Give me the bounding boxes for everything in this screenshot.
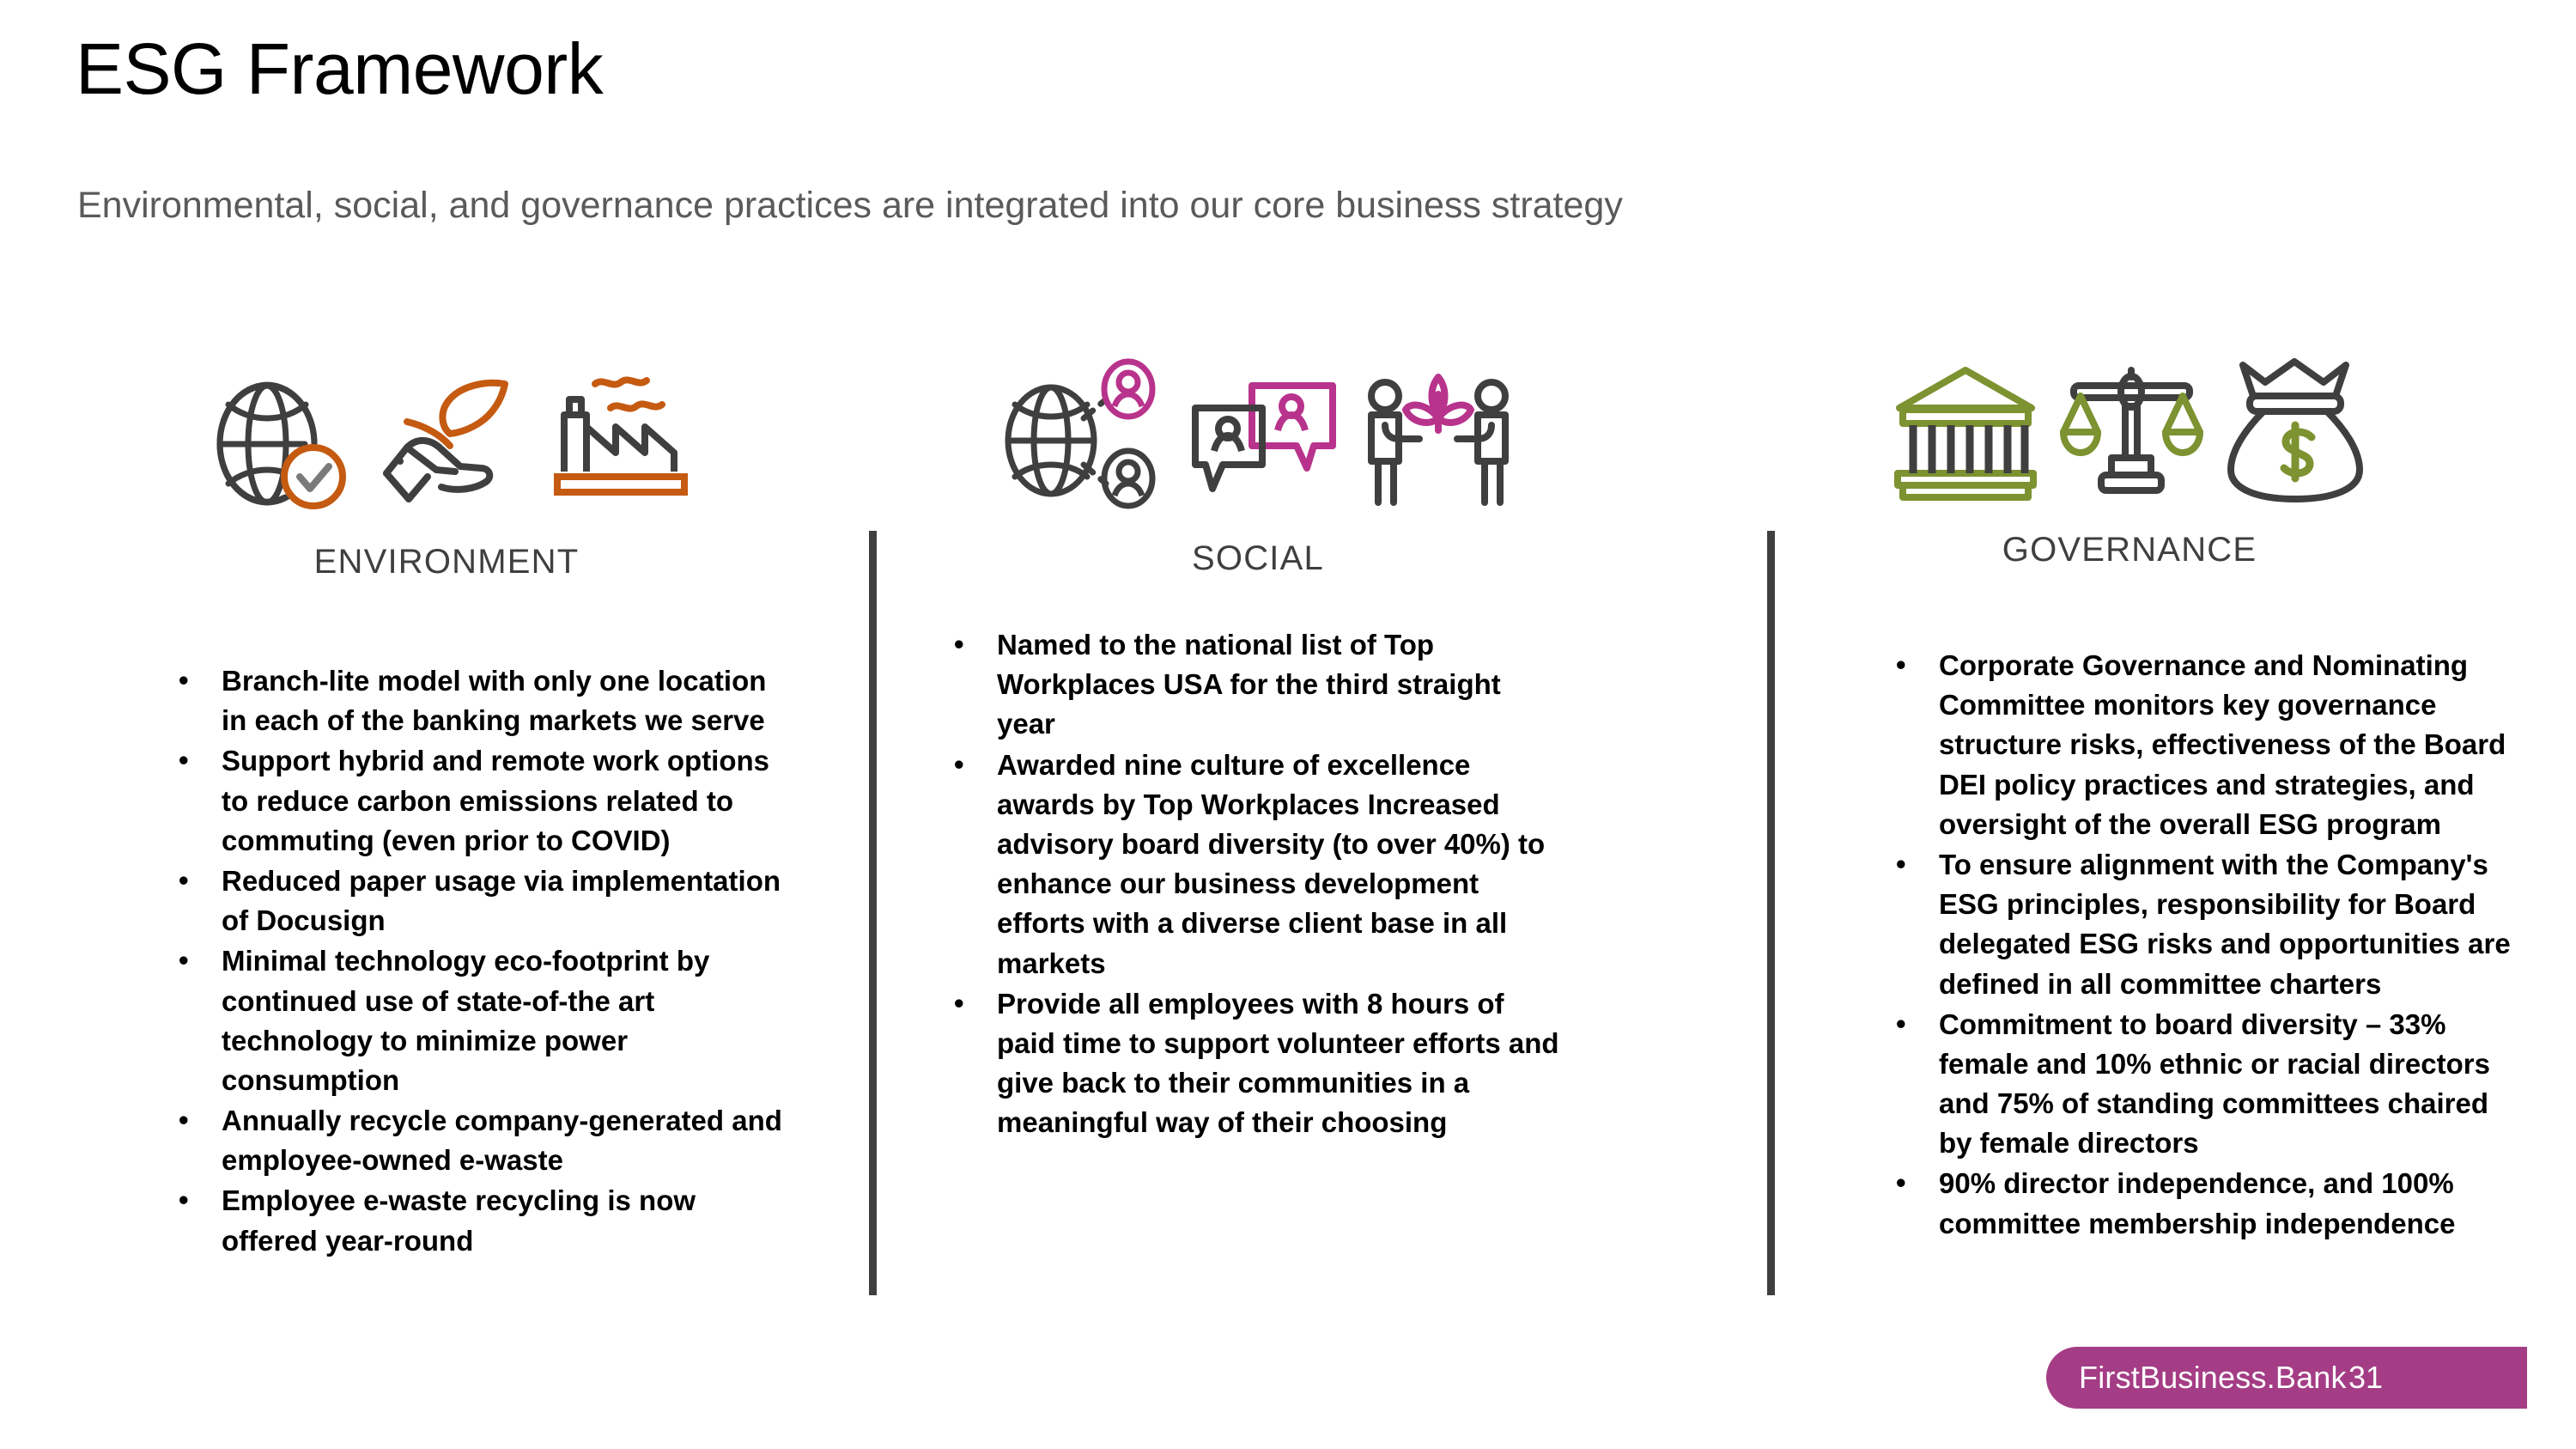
- globe-check-icon: [199, 365, 362, 515]
- globe-network-people-icon: [998, 356, 1170, 515]
- social-icon-row: [966, 344, 1550, 515]
- social-bullet-list: Named to the national list of Top Workpl…: [947, 624, 1565, 1143]
- footer-badge: FirstBusiness.Bank 31: [2046, 1347, 2527, 1409]
- page-subtitle: Environmental, social, and governance pr…: [77, 185, 1623, 226]
- list-item: Reduced paper usage via implementation o…: [172, 861, 790, 941]
- balance-scale-icon: [2057, 356, 2207, 507]
- column-divider: [1767, 531, 1775, 1295]
- list-item: Branch-lite model with only one location…: [172, 661, 790, 740]
- list-item: 90% director independence, and 100% comm…: [1889, 1163, 2524, 1243]
- list-item: Provide all employees with 8 hours of pa…: [947, 983, 1565, 1143]
- governance-icon-row: [1846, 335, 2413, 507]
- governance-bullet-list: Corporate Governance and Nominating Comm…: [1889, 645, 2524, 1245]
- environment-icon-row: [189, 344, 704, 515]
- list-item: Awarded nine culture of excellence award…: [947, 745, 1565, 983]
- column-divider: [869, 531, 877, 1295]
- list-item: Corporate Governance and Nominating Comm…: [1889, 645, 2524, 844]
- environment-bullet-list: Branch-lite model with only one location…: [172, 661, 790, 1262]
- list-item: Commitment to board diversity – 33% fema…: [1889, 1004, 2524, 1164]
- column-heading-social: SOCIAL: [1192, 539, 1324, 577]
- list-item: Named to the national list of Top Workpl…: [947, 624, 1565, 745]
- column-heading-environment: ENVIRONMENT: [313, 543, 580, 581]
- money-bag-crown-icon: [2222, 356, 2368, 507]
- two-people-plant-icon: [1359, 365, 1518, 515]
- factory-emissions-icon: [544, 365, 694, 515]
- list-item: Annually recycle company-generated and e…: [172, 1100, 790, 1180]
- list-item: To ensure alignment with the Company's E…: [1889, 844, 2524, 1004]
- column-governance: GOVERNANCE Corporate Governance and Nomi…: [1838, 0, 2550, 1449]
- hand-leaf-icon: [378, 365, 528, 515]
- list-item: Minimal technology eco-footprint by cont…: [172, 941, 790, 1100]
- column-social: SOCIAL Named to the national list of Top…: [932, 0, 1704, 1449]
- column-heading-governance: GOVERNANCE: [2002, 531, 2257, 569]
- page-title: ESG Framework: [76, 28, 604, 109]
- courthouse-icon: [1891, 356, 2041, 507]
- page-number: 31: [2348, 1360, 2384, 1395]
- list-item: Support hybrid and remote work options t…: [172, 740, 790, 861]
- footer-brand-label: FirstBusiness.Bank: [2079, 1360, 2347, 1395]
- column-environment: ENVIRONMENT Branch-lite model with only …: [120, 0, 859, 1449]
- speech-bubbles-people-icon: [1185, 365, 1344, 515]
- list-item: Employee e-waste recycling is now offere…: [172, 1180, 790, 1260]
